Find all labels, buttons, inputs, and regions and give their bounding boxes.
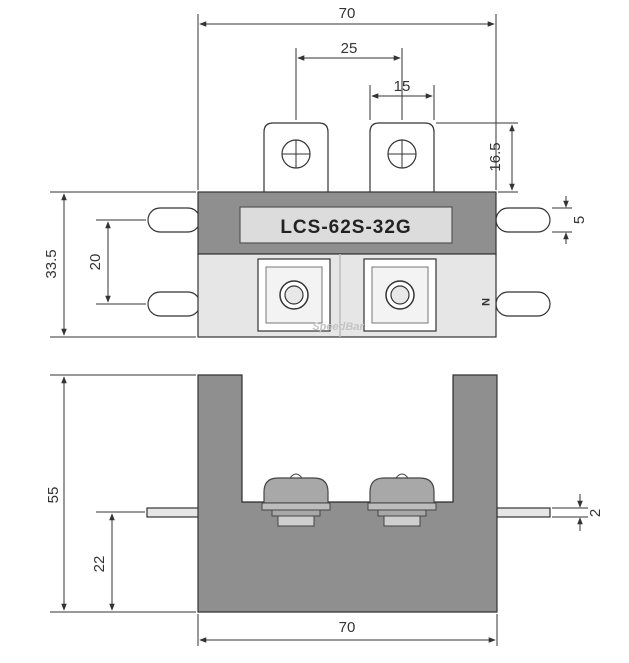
left-pin-lower: [147, 291, 201, 317]
svg-text:20: 20: [87, 254, 104, 271]
top-view: LCS-62S-32G SpeedBar N: [147, 122, 551, 338]
svg-text:2: 2: [587, 509, 604, 517]
left-pins: [147, 207, 201, 317]
dim-pin-spacing: 20: [87, 219, 146, 305]
svg-text:70: 70: [339, 5, 356, 22]
left-pin-upper: [147, 207, 201, 233]
right-pin-upper: [495, 207, 551, 233]
dim-pin-height: 22: [91, 511, 145, 611]
side-view: [146, 374, 551, 613]
brand-watermark: SpeedBar: [312, 321, 364, 333]
dim-side-total-height: 55: [45, 374, 196, 613]
screw-side-right-icon: [367, 473, 437, 527]
svg-text:70: 70: [339, 619, 356, 636]
svg-text:55: 55: [45, 487, 62, 504]
svg-text:15: 15: [394, 78, 411, 95]
dim-terminal-pitch: 25: [295, 40, 403, 120]
svg-text:25: 25: [341, 40, 358, 57]
label-plate: [239, 206, 453, 244]
screw-pocket-left: [257, 258, 331, 332]
dim-pin-thickness: 5: [552, 196, 588, 244]
side-pin-left: [146, 507, 201, 518]
svg-text:5: 5: [571, 216, 588, 224]
dim-top-total-width: 70: [197, 5, 497, 190]
dim-body-height: 33.5: [43, 191, 196, 338]
side-pin-right: [496, 507, 551, 518]
svg-text:16.5: 16.5: [487, 142, 504, 171]
dim-pin-tab-thickness: 2: [552, 494, 604, 531]
screw-pocket-right: [363, 258, 437, 332]
dim-terminal-width: 15: [369, 78, 435, 120]
svg-text:33.5: 33.5: [43, 249, 60, 278]
right-pin-lower: [495, 291, 551, 317]
terminal-tab-left: [263, 122, 329, 194]
right-pins: [495, 207, 551, 317]
terminal-tab-right: [369, 122, 435, 194]
dim-terminal-height: 16.5: [436, 122, 518, 193]
side-mark: N: [479, 298, 491, 306]
svg-text:22: 22: [91, 556, 108, 573]
screw-side-left-icon: [261, 473, 331, 527]
dim-bottom-total-width: 70: [197, 614, 498, 646]
part-label: LCS-62S-32G: [280, 217, 411, 238]
body-lower-light: [197, 253, 497, 338]
